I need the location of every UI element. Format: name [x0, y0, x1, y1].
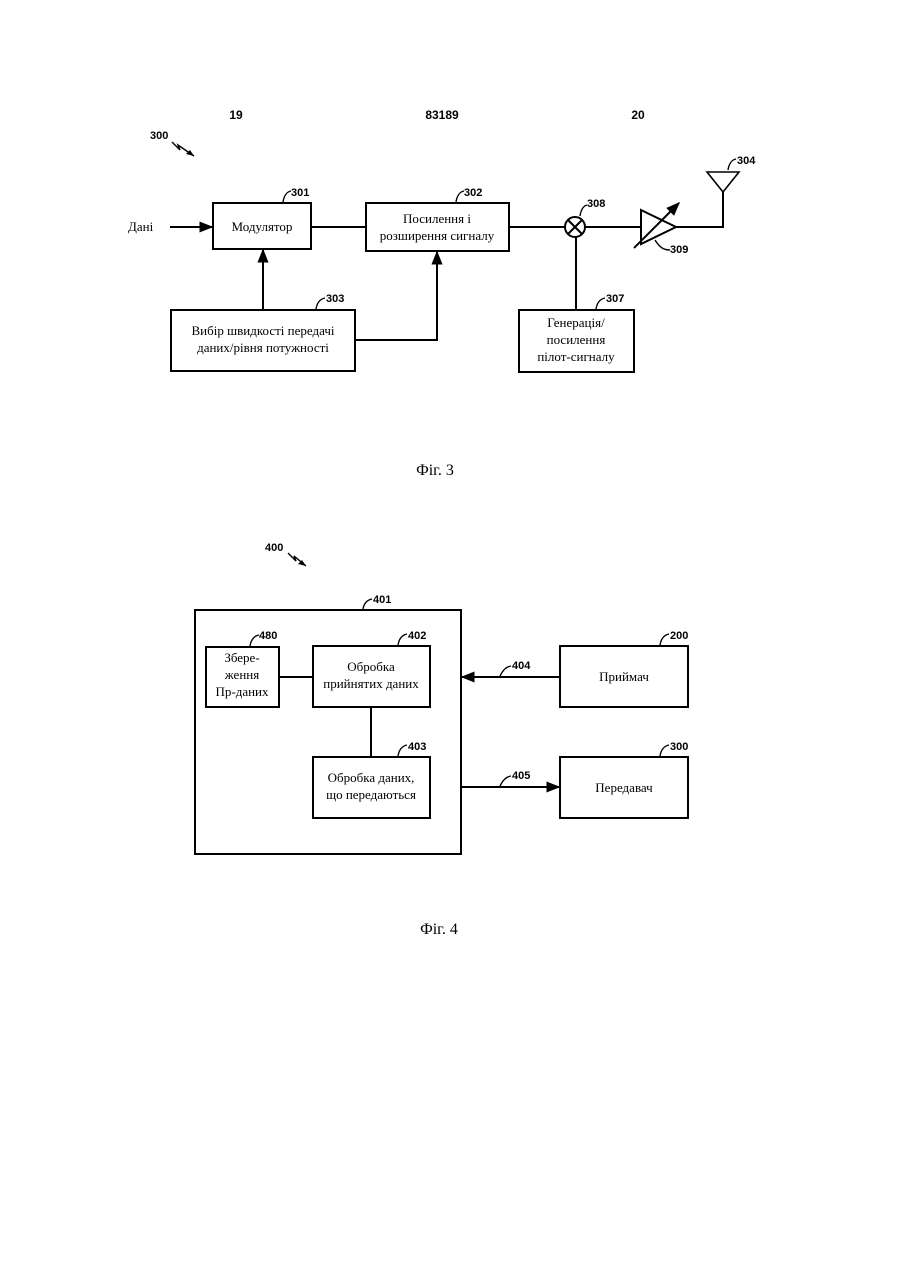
spreading-label-line2: розширення сигналу	[380, 228, 495, 243]
ref-308-leader	[580, 205, 587, 216]
fig3-caption: Фіг. 3	[416, 462, 454, 479]
fig4-ref-400: 400	[265, 542, 283, 554]
ref-302: 302	[464, 187, 482, 199]
ref-402: 402	[408, 630, 426, 642]
fig3-ref-300: 300	[150, 130, 168, 142]
header-doc-number: 83189	[425, 108, 459, 122]
ref-404-leader	[500, 666, 511, 676]
ref-300: 300	[670, 741, 688, 753]
ref-401-leader	[363, 599, 372, 609]
ref-303: 303	[326, 293, 344, 305]
ref-304-leader	[728, 159, 736, 170]
ref-309-leader	[655, 240, 670, 250]
ref-303-leader	[316, 298, 325, 309]
receiver-label: Приймач	[599, 669, 649, 684]
ref-301-leader	[283, 191, 291, 202]
ref-404: 404	[512, 660, 531, 672]
storage-label-line1: Збере-	[224, 650, 259, 665]
pilot-label-line1: Генерація/	[547, 315, 605, 330]
header-page-left: 19	[229, 108, 243, 122]
ref-200: 200	[670, 630, 688, 642]
pilot-label-line2: посилення	[547, 332, 606, 347]
ref-307: 307	[606, 293, 624, 305]
ref-405: 405	[512, 770, 530, 782]
pilot-label-line3: пілот-сигналу	[537, 349, 615, 364]
ref-401: 401	[373, 594, 391, 606]
transmitter-label: Передавач	[595, 780, 653, 795]
mixer-icon	[565, 217, 585, 237]
fig3-input-label: Дані	[128, 219, 154, 234]
rate-select-label-line1: Вибір швидкості передачі	[192, 323, 335, 338]
amp-to-antenna-line	[676, 190, 723, 227]
figure-3: 300 Дані Модулятор 301 Посилення і розши…	[128, 130, 756, 479]
modulator-label: Модулятор	[232, 219, 293, 234]
figure-4: 400 401 Збере- ження Пр-даних 480 Обробк…	[195, 542, 688, 938]
ref-309: 309	[670, 244, 688, 256]
ref-480: 480	[259, 630, 277, 642]
ref-301: 301	[291, 187, 309, 199]
ref-300-leader	[660, 745, 669, 756]
rx-processing-label-line2: прийнятих даних	[323, 676, 419, 691]
tx-processing-label-line1: Обробка даних,	[328, 770, 415, 785]
ref-302-leader	[456, 191, 464, 202]
ref-403: 403	[408, 741, 426, 753]
rx-processing-label-line1: Обробка	[347, 659, 395, 674]
fig4-caption: Фіг. 4	[420, 921, 458, 938]
ref-307-leader	[596, 298, 605, 309]
rate-to-spread-line	[355, 252, 437, 340]
rate-select-label-line2: даних/рівня потужності	[197, 340, 329, 355]
header-page-right: 20	[631, 108, 645, 122]
ref-304: 304	[737, 155, 756, 167]
ref-308: 308	[587, 198, 605, 210]
tx-processing-label-line2: що передаються	[326, 787, 416, 802]
antenna-icon	[707, 172, 739, 192]
storage-label-line2: ження	[224, 667, 259, 682]
ref-405-leader	[500, 776, 511, 786]
spreading-label-line1: Посилення і	[403, 211, 471, 226]
storage-label-line3: Пр-даних	[215, 684, 269, 699]
ref-200-leader	[660, 634, 669, 645]
